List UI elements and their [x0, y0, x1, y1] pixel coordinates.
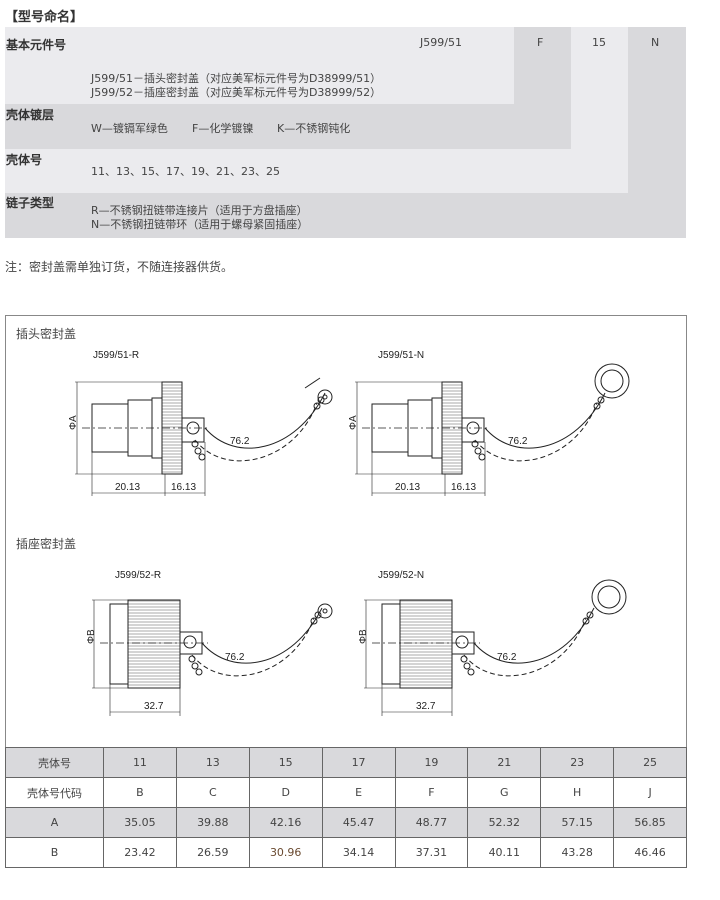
table-cell: 19 — [394, 747, 469, 778]
table-cell: 26.59 — [175, 837, 250, 868]
table-cell: 30.96 — [248, 837, 323, 868]
model-label: J599/51-R — [93, 350, 139, 361]
table-cell: 17 — [321, 747, 396, 778]
table-cell: E — [321, 777, 396, 808]
table-cell: H — [540, 777, 615, 808]
chain-option: R—不锈钢扭链带连接片（适用于方盘插座） — [91, 204, 308, 217]
table-cell: J — [613, 777, 687, 808]
example-base: J599/51 — [420, 36, 462, 49]
label-plating: 壳体镀层 — [6, 108, 55, 122]
example-shell: 15 — [592, 36, 606, 49]
row-base — [5, 27, 514, 104]
chain-option: N—不锈钢扭链带环（适用于螺母紧固插座） — [91, 218, 309, 231]
table-cell: 40.11 — [467, 837, 542, 868]
chain-length-label: 76.2 — [497, 652, 517, 663]
column-shell — [571, 27, 628, 193]
table-cell: 21 — [467, 747, 542, 778]
table-cell: 13 — [175, 747, 250, 778]
drawings: J599/51-R ΦA 20.13 16.13 76.2 J599/51-N … — [68, 350, 630, 760]
table-cell: 45.47 — [321, 807, 396, 838]
model-label: J599/52-N — [378, 570, 424, 581]
row-plating — [5, 104, 514, 149]
shell-sizes: 11、13、15、17、19、21、23、25 — [91, 165, 280, 178]
model-label: J599/52-R — [115, 570, 161, 581]
label-base: 基本元件号 — [6, 38, 67, 52]
table-cell: F — [394, 777, 469, 808]
table-cell: 52.32 — [467, 807, 542, 838]
dim-label: 20.13 — [395, 482, 420, 493]
dim-label: 32.7 — [144, 701, 164, 712]
table-cell: 25 — [613, 747, 687, 778]
model-label: J599/51-N — [378, 350, 424, 361]
socket-cap-drawing-r — [92, 599, 323, 716]
plug-cap-drawing-n — [355, 382, 605, 496]
table-cell: G — [467, 777, 542, 808]
table-cell: 11 — [103, 747, 177, 778]
table-cell: 39.88 — [175, 807, 250, 838]
chain-length-label: 76.2 — [230, 436, 250, 447]
row-shell-size — [5, 149, 571, 193]
table-cell: 48.77 — [394, 807, 469, 838]
table-cell: 34.14 — [321, 837, 396, 868]
base-option: J599/52－插座密封盖（对应美军标元件号为D38999/52） — [91, 86, 382, 99]
label-shell: 壳体号 — [6, 153, 43, 167]
example-plating: F — [537, 36, 544, 49]
dim-label: 32.7 — [416, 701, 436, 712]
table-cell: C — [175, 777, 250, 808]
base-option: J599/51－插头密封盖（对应美军标元件号为D38999/51） — [91, 72, 382, 85]
dia-label: ΦA — [68, 415, 79, 430]
table-cell: 57.15 — [540, 807, 615, 838]
row-header: B — [5, 837, 104, 868]
section-title: 【型号命名】 — [5, 10, 84, 25]
socket-cap-title: 插座密封盖 — [16, 537, 77, 551]
table-cell: 23 — [540, 747, 615, 778]
column-chain — [628, 27, 686, 238]
label-chain: 链子类型 — [6, 196, 55, 210]
socket-cap-drawing-n — [364, 600, 594, 716]
dia-label: ΦB — [358, 629, 369, 644]
plating-option: W—镀镉军绿色 — [91, 122, 168, 135]
note: 注：密封盖需单独订货，不随连接器供货。 — [5, 260, 234, 274]
table-cell: B — [103, 777, 177, 808]
table-cell: 46.46 — [613, 837, 687, 868]
table-cell: D — [248, 777, 323, 808]
dia-label: ΦB — [86, 629, 97, 644]
row-header: 壳体号代码 — [5, 777, 104, 808]
table-cell: 35.05 — [103, 807, 177, 838]
plug-cap-title: 插头密封盖 — [16, 327, 77, 341]
dim-label: 16.13 — [451, 482, 476, 493]
dia-label: ΦA — [348, 415, 359, 430]
table-cell: 56.85 — [613, 807, 687, 838]
example-chain: N — [651, 36, 660, 49]
plating-option: K—不锈钢钝化 — [277, 122, 351, 135]
dim-label: 20.13 — [115, 482, 140, 493]
chain-length-label: 76.2 — [225, 652, 245, 663]
chain-length-label: 76.2 — [508, 436, 528, 447]
table-cell: 42.16 — [248, 807, 323, 838]
row-chain-type — [5, 193, 628, 238]
table-cell: 23.42 — [103, 837, 177, 868]
plating-option: F—化学镀镍 — [192, 122, 254, 135]
dim-label: 16.13 — [171, 482, 196, 493]
plug-cap-drawing-r — [75, 381, 326, 496]
table-cell: 37.31 — [394, 837, 469, 868]
column-plating — [514, 27, 571, 149]
row-header: 壳体号 — [5, 747, 104, 778]
table-cell: 15 — [248, 747, 323, 778]
table-cell: 43.28 — [540, 837, 615, 868]
row-header: A — [5, 807, 104, 838]
